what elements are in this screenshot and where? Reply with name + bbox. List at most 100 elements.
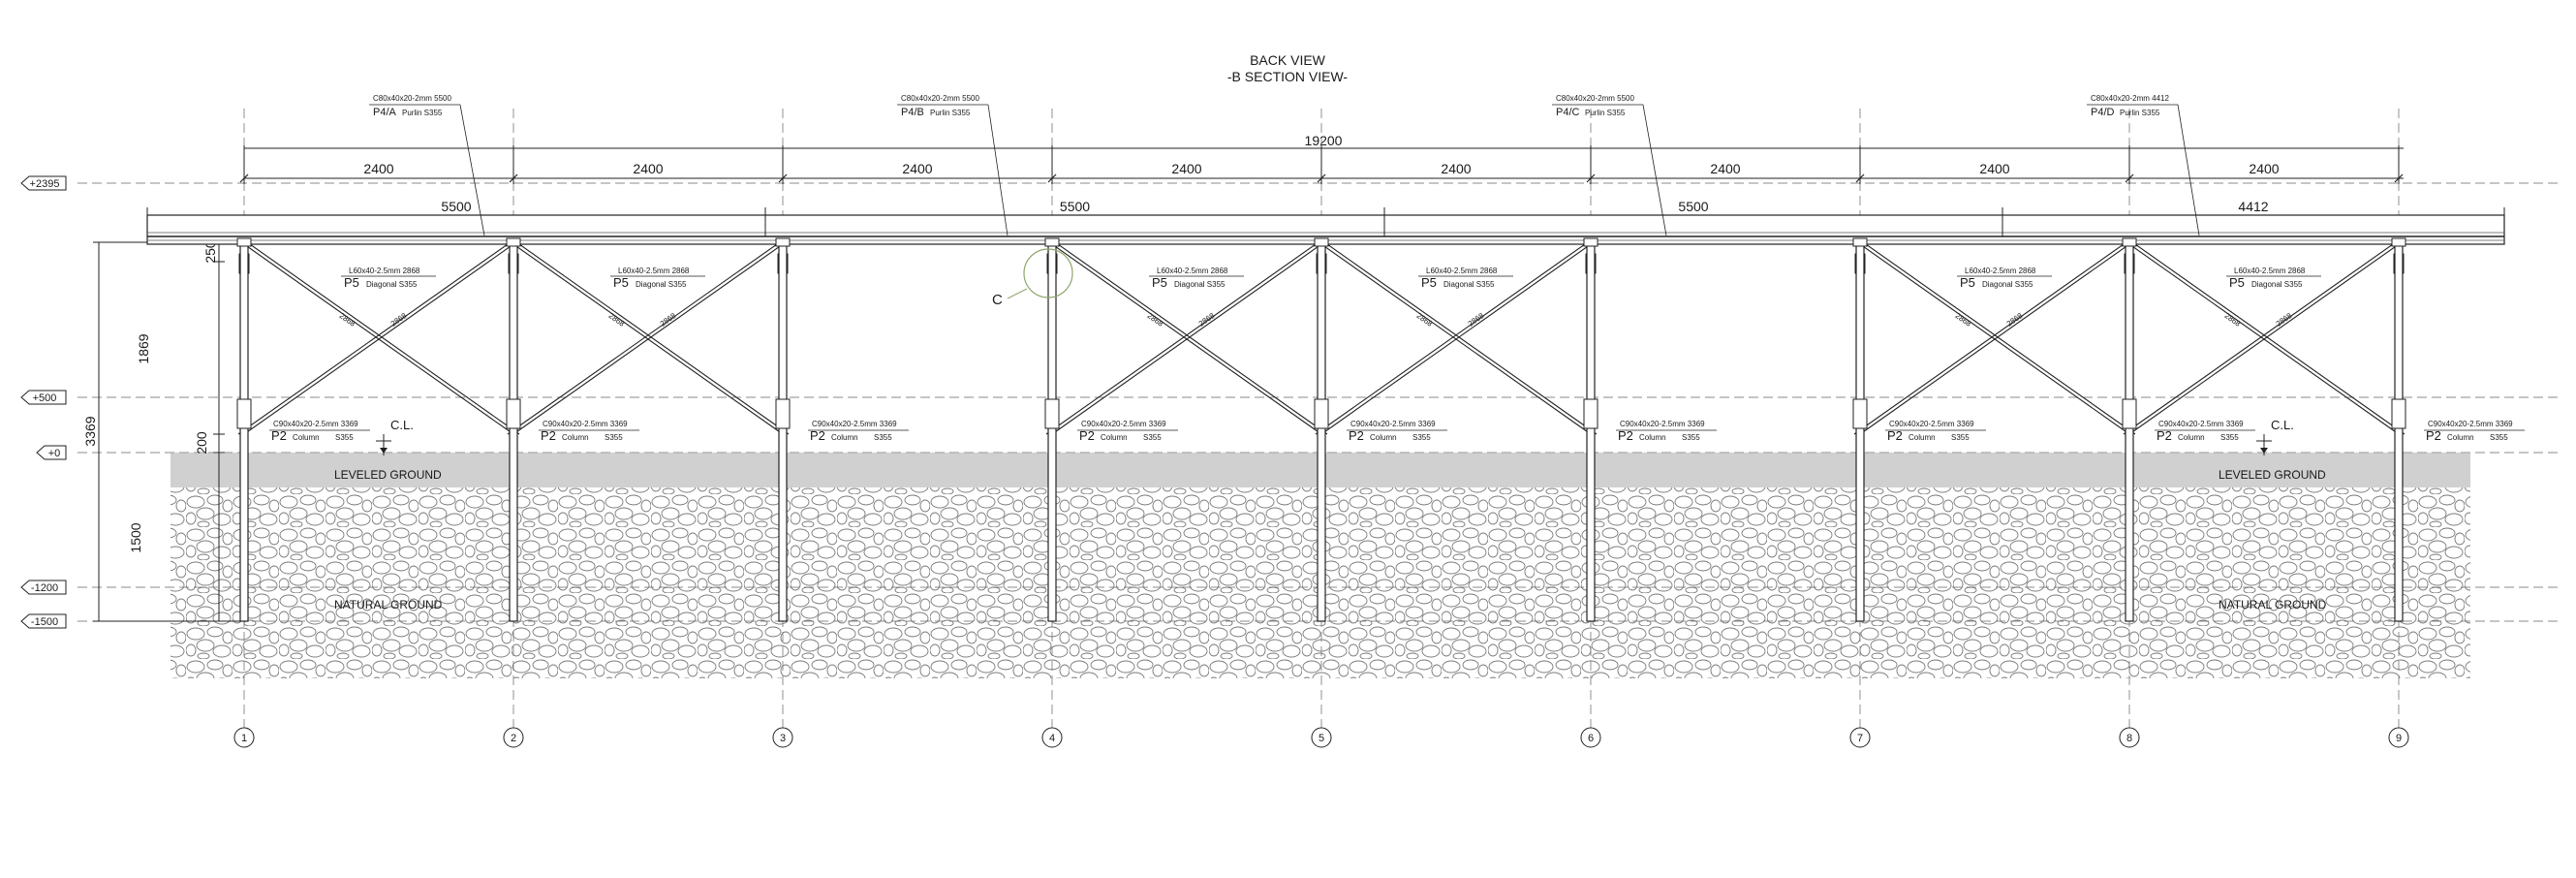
svg-text:2868: 2868 <box>659 311 678 329</box>
svg-text:2868: 2868 <box>1197 311 1217 329</box>
svg-text:C.L.: C.L. <box>2271 418 2294 432</box>
dim-bay-2: 2400 <box>633 161 663 176</box>
svg-text:2868: 2868 <box>1467 311 1486 329</box>
svg-text:P5: P5 <box>2229 275 2245 290</box>
dim-overall: 19200 <box>1305 133 1343 148</box>
svg-text:L60x40-2.5mm 2868: L60x40-2.5mm 2868 <box>618 267 690 275</box>
dim-bay-8: 2400 <box>2249 161 2279 176</box>
svg-text:C90x40x20-2.5mm 3369: C90x40x20-2.5mm 3369 <box>273 420 358 428</box>
leveled-ground-label-left: LEVELED GROUND <box>334 468 442 482</box>
svg-text:S355: S355 <box>2220 433 2239 442</box>
axis-bubble-1 <box>233 727 255 748</box>
centerline-marker-left: C.L. <box>376 418 414 455</box>
dim-left-total: 3369 <box>82 416 98 446</box>
svg-text:P5: P5 <box>1421 275 1437 290</box>
svg-text:Diagonal S355: Diagonal S355 <box>1174 280 1226 289</box>
svg-text:S355: S355 <box>1143 433 1162 442</box>
svg-text:C90x40x20-2.5mm 3369: C90x40x20-2.5mm 3369 <box>2428 420 2513 428</box>
svg-text:Column: Column <box>2178 433 2205 442</box>
axis-label-1: 1 <box>241 733 247 744</box>
column-8 <box>2122 237 2137 622</box>
svg-text:Diagonal S355: Diagonal S355 <box>2251 280 2303 289</box>
svg-text:2868: 2868 <box>1415 311 1435 329</box>
svg-text:2868: 2868 <box>607 311 627 329</box>
dim-left-250: 250 <box>202 240 218 264</box>
axis-bubble-5 <box>1311 727 1332 748</box>
svg-text:P2: P2 <box>541 428 556 443</box>
svg-text:L60x40-2.5mm 2868: L60x40-2.5mm 2868 <box>349 267 420 275</box>
svg-text:P2: P2 <box>2157 428 2172 443</box>
axis-bubble-9 <box>2388 727 2409 748</box>
axis-bubble-2 <box>503 727 524 748</box>
svg-text:C90x40x20-2.5mm 3369: C90x40x20-2.5mm 3369 <box>1620 420 1705 428</box>
columns <box>236 237 2406 622</box>
top-dimensions <box>147 147 2504 216</box>
svg-text:S355: S355 <box>605 433 623 442</box>
svg-text:L60x40-2.5mm 2868: L60x40-2.5mm 2868 <box>2234 267 2306 275</box>
view-title: BACK VIEW <box>1250 52 1326 68</box>
svg-text:P5: P5 <box>1152 275 1167 290</box>
axis-label-3: 3 <box>780 733 786 744</box>
level-marker-minus1200: -1200 <box>20 580 67 595</box>
dim-left-200: 200 <box>194 431 209 455</box>
svg-text:Purlin S355: Purlin S355 <box>2120 109 2160 117</box>
dim-bay-4: 2400 <box>1171 161 1201 176</box>
svg-text:L60x40-2.5mm 2868: L60x40-2.5mm 2868 <box>1965 267 2036 275</box>
svg-text:Diagonal S355: Diagonal S355 <box>636 280 687 289</box>
svg-text:P2: P2 <box>810 428 825 443</box>
svg-text:Column: Column <box>2447 433 2474 442</box>
svg-text:2868: 2868 <box>338 311 357 329</box>
svg-text:C90x40x20-2.5mm 3369: C90x40x20-2.5mm 3369 <box>2158 420 2244 428</box>
svg-text:-1200: -1200 <box>31 582 58 594</box>
svg-text:C80x40x20-2mm 5500: C80x40x20-2mm 5500 <box>373 94 451 103</box>
svg-text:P5: P5 <box>344 275 359 290</box>
dim-bay-3: 2400 <box>902 161 932 176</box>
axis-bubble-6 <box>1580 727 1601 748</box>
svg-text:C90x40x20-2.5mm 3369: C90x40x20-2.5mm 3369 <box>812 420 897 428</box>
dim-purlin-4: 4412 <box>2238 199 2268 214</box>
column-1 <box>236 237 252 622</box>
level-marker-500: +500 <box>20 390 67 405</box>
svg-text:S355: S355 <box>1412 433 1431 442</box>
dim-bay-1: 2400 <box>363 161 393 176</box>
svg-text:+2395: +2395 <box>30 178 60 190</box>
axis-bubble-4 <box>1041 727 1063 748</box>
svg-text:Column: Column <box>293 433 320 442</box>
svg-text:Column: Column <box>1909 433 1936 442</box>
svg-text:C: C <box>992 292 1003 308</box>
svg-text:P2: P2 <box>1887 428 1903 443</box>
svg-text:2868: 2868 <box>1954 311 1973 329</box>
svg-text:2868: 2868 <box>1146 311 1165 329</box>
level-marker-2395: +2395 <box>20 175 67 191</box>
svg-text:C90x40x20-2.5mm 3369: C90x40x20-2.5mm 3369 <box>1350 420 1436 428</box>
axis-label-4: 4 <box>1049 733 1055 744</box>
axis-label-9: 9 <box>2396 733 2402 744</box>
svg-text:P2: P2 <box>1618 428 1633 443</box>
view-subtitle: -B SECTION VIEW- <box>1227 69 1349 84</box>
column-3 <box>775 237 791 622</box>
svg-text:S355: S355 <box>335 433 354 442</box>
svg-text:P5: P5 <box>613 275 629 290</box>
svg-text:C80x40x20-2mm 4412: C80x40x20-2mm 4412 <box>2091 94 2169 103</box>
column-7 <box>1852 237 1868 622</box>
svg-text:P4/D: P4/D <box>2091 107 2115 118</box>
leveled-ground-label-right: LEVELED GROUND <box>2219 468 2326 482</box>
svg-text:Column: Column <box>562 433 589 442</box>
svg-text:P5: P5 <box>1960 275 1975 290</box>
svg-text:L60x40-2.5mm 2868: L60x40-2.5mm 2868 <box>1426 267 1498 275</box>
